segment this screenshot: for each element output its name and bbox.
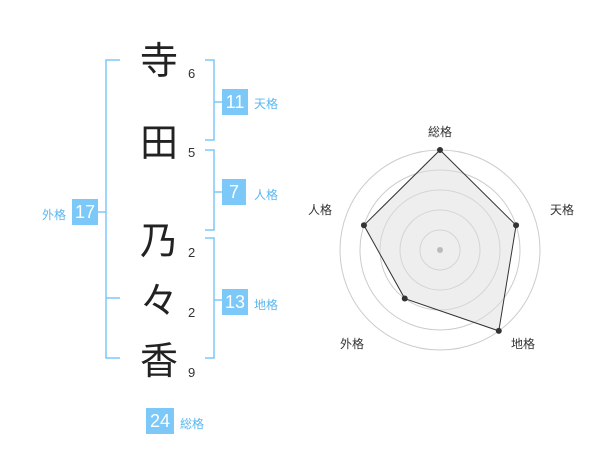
radar-axis-label-chikaku: 地格 [511, 337, 536, 351]
radar-axis-label-tenkaku: 天格 [550, 203, 575, 217]
tenkaku-label: 天格 [254, 97, 279, 111]
name-char-5: 香 [140, 339, 179, 383]
radar-point-0 [437, 147, 443, 153]
gaikaku-bracket [105, 59, 120, 359]
radar-point-3 [401, 295, 408, 302]
stroke-count-2: 5 [188, 145, 196, 160]
stroke-count-4: 2 [188, 305, 196, 320]
radar-series-polygon [363, 149, 517, 332]
name-char-2: 田 [140, 121, 179, 165]
stroke-count-1: 6 [188, 66, 196, 81]
chikaku-bracket [205, 237, 215, 359]
gaikaku-badge: 17 [72, 199, 98, 225]
tenkaku-bracket [205, 59, 215, 141]
soukaku-label: 総格 [180, 417, 205, 431]
jinkaku-label: 人格 [254, 188, 279, 202]
soukaku-badge: 24 [146, 408, 174, 434]
jinkaku-bracket [205, 149, 215, 231]
jinkaku-badge: 7 [222, 179, 246, 205]
radar-point-2 [495, 327, 502, 334]
radar-point-4 [360, 222, 367, 229]
radar-point-1 [513, 222, 520, 229]
chikaku-label: 地格 [254, 298, 279, 312]
name-char-3: 乃 [140, 219, 179, 263]
radar-axis-label-soukaku: 総格 [428, 125, 453, 139]
tenkaku-badge: 11 [222, 89, 248, 115]
name-char-1: 寺 [140, 39, 179, 83]
stroke-count-5: 9 [188, 365, 196, 380]
radar-center-dot [437, 247, 443, 253]
stroke-count-3: 2 [188, 245, 196, 260]
chikaku-badge: 13 [222, 289, 248, 315]
name-char-4: 々 [140, 279, 179, 323]
radar-axis-label-gaikaku: 外格 [340, 337, 365, 351]
gaikaku-label: 外格 [42, 208, 67, 222]
radar-axis-label-jinkaku: 人格 [308, 203, 333, 217]
